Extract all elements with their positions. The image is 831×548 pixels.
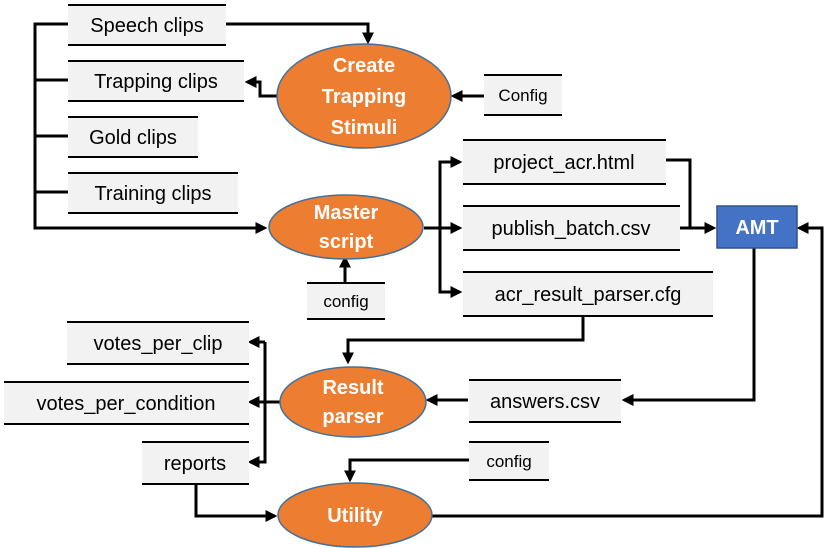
file-label: project_acr.html — [493, 152, 634, 174]
file-training-clips: Training clips — [68, 172, 238, 214]
config-label: config — [323, 292, 368, 311]
process-label-line1: Create — [333, 55, 395, 77]
file-project-acr-html: project_acr.html — [463, 139, 666, 185]
file-publish-batch-csv: publish_batch.csv — [463, 205, 680, 251]
process-create-trapping-stimuli: Create Trapping Stimuli — [276, 43, 452, 149]
edge-utility-to-amt — [432, 222, 824, 518]
file-label: Speech clips — [90, 15, 203, 37]
edge-config-to-utility — [344, 458, 469, 483]
file-label: Training clips — [94, 183, 211, 205]
file-label: publish_batch.csv — [492, 218, 651, 240]
file-label: Gold clips — [89, 127, 177, 149]
file-votes-per-condition: votes_per_condition — [4, 381, 249, 425]
file-label: votes_per_clip — [94, 333, 223, 355]
edge-speech-to-create — [225, 22, 374, 45]
process-result-parser: Result parser — [279, 366, 427, 438]
edge-parser-to-reports — [247, 402, 267, 468]
edge-amt-to-answers — [621, 247, 756, 406]
config-create: Config — [484, 74, 562, 116]
file-speech-clips: Speech clips — [68, 4, 226, 46]
service-amt: AMT — [716, 205, 798, 249]
edge-reports-to-utility — [194, 485, 278, 522]
edge-cfg-to-parser — [342, 316, 585, 365]
file-answers-csv: answers.csv — [469, 379, 621, 423]
edge-create-to-trapping — [244, 76, 278, 98]
edge-project-to-amt — [666, 158, 692, 228]
process-label-line1: Result — [322, 377, 383, 399]
process-label-line2: parser — [322, 406, 383, 428]
file-label: acr_result_parser.cfg — [495, 284, 682, 306]
config-master: config — [307, 282, 385, 320]
process-master-script: Master script — [268, 194, 424, 260]
config-utility: config — [469, 441, 549, 481]
process-label-line2: Trapping — [322, 86, 406, 108]
process-label: Utility — [327, 505, 383, 527]
service-label: AMT — [735, 217, 778, 239]
edge-clip-bus — [33, 22, 268, 234]
config-label: config — [486, 452, 531, 471]
process-label-line3: Stimuli — [331, 117, 398, 139]
file-label: votes_per_condition — [36, 393, 215, 415]
edge-master-to-parser-cfg — [438, 228, 463, 298]
process-utility: Utility — [277, 482, 433, 548]
process-label-line2: script — [319, 231, 374, 253]
edge-master-to-project — [438, 156, 463, 228]
file-gold-clips: Gold clips — [68, 116, 198, 158]
file-label: reports — [164, 453, 226, 475]
process-label-line1: Master — [314, 202, 379, 224]
connectors — [33, 22, 824, 522]
file-acr-result-parser-cfg: acr_result_parser.cfg — [463, 271, 713, 317]
file-label: answers.csv — [490, 391, 600, 413]
file-reports: reports — [142, 441, 249, 485]
config-label: Config — [498, 86, 547, 105]
file-votes-per-clip: votes_per_clip — [67, 321, 249, 365]
file-trapping-clips: Trapping clips — [68, 60, 244, 102]
file-label: Trapping clips — [94, 71, 218, 93]
